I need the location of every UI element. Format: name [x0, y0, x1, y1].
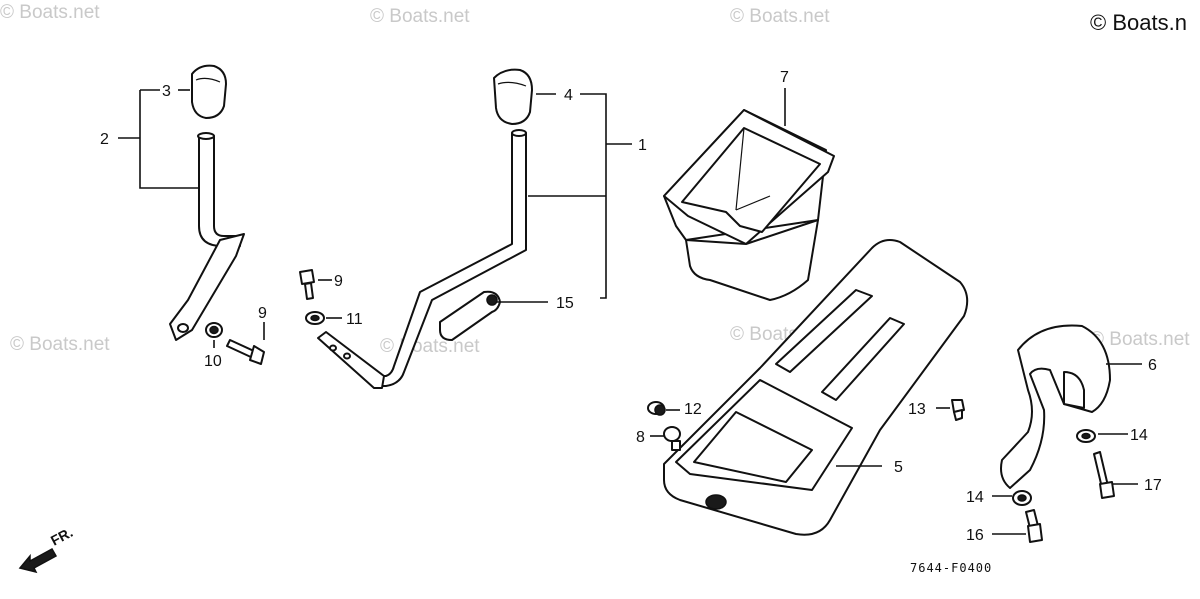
callout-14-lower: 14 [966, 489, 984, 506]
callout-2: 2 [100, 131, 109, 148]
callout-4: 4 [564, 87, 573, 104]
screw-8 [663, 426, 681, 451]
watermark: © Boats.net [370, 6, 470, 27]
storage-bin [663, 109, 835, 301]
leader-lines [118, 88, 1142, 535]
watermark-corner: © Boats.n [1090, 10, 1187, 35]
shift-panel [663, 239, 969, 536]
watermark: © Boats.net [0, 2, 100, 23]
washer-10 [205, 322, 223, 338]
callout-5: 5 [894, 459, 903, 476]
callout-11: 11 [346, 311, 363, 328]
screw-13 [951, 399, 965, 421]
bolt-17 [1093, 451, 1115, 499]
watermark: © Boats.net [1090, 329, 1190, 350]
bolt-9-center [299, 269, 315, 300]
washer-11 [305, 311, 325, 325]
callout-10: 10 [204, 353, 222, 370]
watermark: © Boats.net [380, 336, 480, 357]
clip-12 [647, 401, 666, 416]
callout-9-center: 9 [334, 273, 343, 290]
callout-9-left: 9 [258, 305, 267, 322]
watermark: © Boats.net [730, 6, 830, 27]
callout-12: 12 [684, 401, 702, 418]
watermark: © Boats.net [10, 334, 110, 355]
bolt-9-left [226, 339, 265, 365]
callout-16: 16 [966, 527, 984, 544]
callout-6: 6 [1148, 357, 1157, 374]
callout-7: 7 [780, 69, 789, 86]
washer-14-upper [1076, 429, 1096, 443]
callout-15: 15 [556, 295, 574, 312]
washer-14-lower [1012, 490, 1032, 506]
callout-14-upper: 14 [1130, 427, 1148, 444]
callout-17: 17 [1144, 477, 1162, 494]
front-arrow-icon [18, 547, 58, 574]
shift-lever-right [317, 129, 527, 389]
bolt-16 [1025, 509, 1043, 543]
direction-label: FR. [48, 524, 75, 549]
callout-8: 8 [636, 429, 645, 446]
callout-13: 13 [908, 401, 926, 418]
shift-lever-left [169, 132, 245, 341]
callout-3: 3 [162, 83, 171, 100]
side-cover [1000, 324, 1111, 489]
knob-left [191, 64, 227, 119]
callout-1: 1 [638, 137, 647, 154]
diagram-code: 7644-F0400 [910, 561, 992, 575]
knob-right [493, 68, 533, 125]
